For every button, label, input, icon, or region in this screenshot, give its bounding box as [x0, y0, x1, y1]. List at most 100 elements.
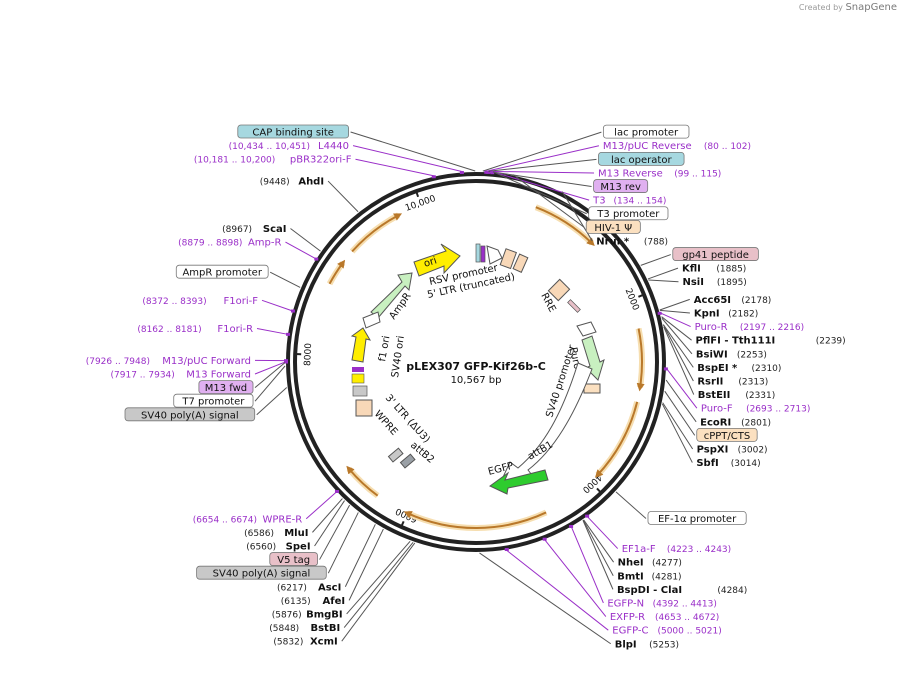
label-name: HIV-1 Ψ	[594, 223, 632, 234]
sv40-polya-block	[352, 385, 368, 397]
label-name: MluI	[284, 528, 308, 539]
label-name: BstEII	[698, 390, 731, 401]
f1-ori-feature: f1 ori SV40 ori	[350, 327, 407, 397]
label-coord: (6135)	[281, 597, 311, 607]
label-name: M13/pUC Reverse	[603, 141, 692, 152]
map-label: WPRE-R (6654 .. 6674)	[193, 514, 303, 525]
leader-line	[662, 402, 694, 450]
label-name: XcmI	[310, 637, 338, 648]
leader-line	[659, 298, 690, 311]
orientation-arrow	[535, 206, 595, 246]
leader-line	[666, 368, 698, 409]
leader-line	[256, 387, 288, 416]
leader-line	[254, 361, 286, 375]
m13-rev-block	[480, 245, 486, 263]
leader-line	[492, 171, 590, 201]
label-name: BspDI - ClaI	[617, 585, 682, 596]
leader-line	[583, 519, 615, 563]
label-name: PflFI - Tth111I	[696, 336, 776, 347]
label-name: NruI *	[596, 236, 630, 247]
leader-line	[352, 145, 462, 173]
label-name: BlpI	[615, 639, 637, 650]
label-name: cPPT/CTS	[704, 431, 750, 442]
ampr-promoter-arrow	[362, 311, 381, 329]
map-label: M13/pUC Forward(7926 .. 7948)	[86, 356, 251, 367]
leader-line	[254, 365, 286, 402]
map-label: gp41 peptide	[672, 247, 759, 261]
map-label: BspEI *(2310)	[697, 363, 781, 374]
map-label: BspDI - ClaI(4284)	[617, 585, 747, 596]
map-label: MluI(6586)	[244, 528, 308, 539]
map-label: KflI(1885)	[682, 264, 746, 275]
label-name: KflI	[682, 264, 701, 275]
label-coord: (4281)	[652, 572, 682, 582]
label-coord: (4392 .. 4413)	[653, 599, 717, 609]
ori-feature: ori	[413, 243, 461, 277]
primer-mark	[314, 257, 319, 261]
label-coord: (2197 .. 2216)	[740, 323, 804, 333]
leader-line	[663, 326, 695, 395]
map-label: NsiI(1895)	[682, 277, 746, 288]
label-coord: (2313)	[738, 377, 768, 387]
label-coord: (6217)	[277, 583, 307, 593]
map-label: lac operator	[598, 151, 685, 166]
label-name: EGFP-N	[607, 598, 644, 609]
label-leader-lines	[254, 131, 698, 645]
cppt-block	[583, 383, 601, 394]
label-coord: (8162 .. 8181)	[137, 325, 201, 335]
map-label: SV40 poly(A) signal	[196, 565, 327, 580]
label-box	[602, 124, 690, 139]
label-name: NheI	[618, 558, 644, 569]
map-label: AhdI(9448)	[260, 177, 324, 188]
label-coord: (5832)	[273, 638, 303, 648]
map-label: EF1a-F(4223 .. 4243)	[622, 544, 731, 555]
label-coord: (4223 .. 4243)	[667, 545, 731, 555]
leader-line	[488, 170, 592, 188]
egfp-feature: attB1 EGFP	[487, 362, 593, 495]
label-name: WPRE-R	[262, 514, 302, 525]
primer-mark	[334, 490, 339, 494]
label-name: M13 rev	[600, 182, 641, 193]
label-name: gp41 peptide	[682, 250, 749, 261]
map-label: T3 promoter	[588, 206, 669, 220]
label-coord: (6654 .. 6674)	[193, 515, 257, 525]
label-name: AscI	[318, 582, 341, 593]
leader-line	[327, 512, 359, 574]
label-name: T3	[592, 196, 605, 207]
leader-line	[512, 174, 585, 228]
egfp-arrow	[489, 469, 549, 495]
primer-mark	[569, 524, 574, 528]
label-name: NsiI	[682, 277, 703, 288]
leader-line	[261, 299, 293, 312]
map-label: SbfI(3014)	[696, 458, 760, 469]
map-label: M13 fwd	[198, 380, 254, 394]
label-box	[593, 179, 649, 193]
rsv-promoter-arrow	[486, 245, 503, 265]
primer-mark	[490, 171, 495, 175]
map-label: T7 promoter	[173, 393, 254, 408]
label-name: F1ori-R	[217, 324, 253, 335]
label-name: BstBI	[310, 623, 340, 634]
map-label: BsiWI(2253)	[696, 349, 767, 360]
arrow-halo	[595, 401, 641, 477]
label-coord: (99 .. 115)	[674, 169, 721, 179]
label-name: M13 Forward	[186, 369, 251, 380]
map-label: Puro-R(2197 .. 2216)	[695, 322, 804, 333]
leader-line	[571, 527, 604, 604]
primer-mark	[290, 309, 295, 313]
map-label: BmgBI(5876)	[272, 609, 343, 620]
label-name: lac operator	[611, 155, 672, 166]
cap-site-block	[475, 243, 481, 263]
ori-arrow	[413, 243, 461, 277]
leader-line	[305, 491, 337, 520]
label-name: M13 fwd	[205, 383, 247, 394]
map-label: M13 Reverse(99 .. 115)	[598, 168, 721, 179]
label-name: CAP binding site	[252, 128, 334, 139]
label-name: AfeI	[323, 596, 346, 607]
snapgene-brand: SnapGene	[845, 2, 897, 13]
leader-line	[488, 170, 595, 174]
leader-line	[350, 131, 476, 172]
map-label: KpnI(2182)	[694, 308, 758, 319]
label-coord: (8372 .. 8393)	[142, 297, 206, 307]
